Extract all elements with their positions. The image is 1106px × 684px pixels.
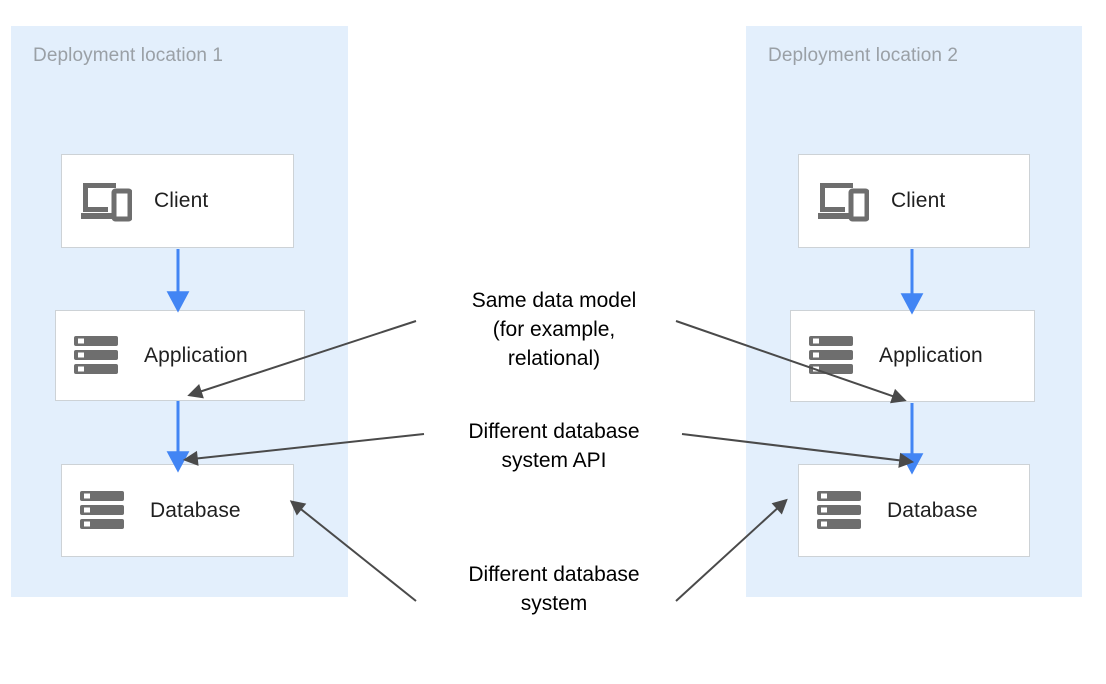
node-label: Application [879,344,983,367]
server-icon [74,335,120,377]
node-label: Application [144,343,248,367]
node-application-location-2[interactable]: Application [790,310,1035,402]
devices-icon [817,179,869,223]
deployment-location-1-title: Deployment location 1 [33,45,224,66]
server-icon [809,335,855,377]
node-label: Database [887,498,978,522]
server-icon [80,490,126,532]
node-database-location-2[interactable]: Database [798,464,1030,557]
node-application-location-1[interactable]: Application [55,310,305,401]
node-client-location-1[interactable]: Client [61,154,294,248]
devices-icon [80,179,132,223]
deployment-location-2-title: Deployment location 2 [768,45,959,66]
annotation-different-database-system-api: Different database system API [468,420,640,472]
annotation-different-database-system: Different database system [468,563,640,615]
node-client-location-2[interactable]: Client [798,154,1030,248]
node-database-location-1[interactable]: Database [61,464,294,557]
server-icon [817,490,863,532]
node-label: Client [154,189,209,212]
node-label: Client [891,189,946,212]
annotation-same-data-model: Same data model (for example, relational… [471,289,637,370]
node-label: Database [150,498,241,522]
